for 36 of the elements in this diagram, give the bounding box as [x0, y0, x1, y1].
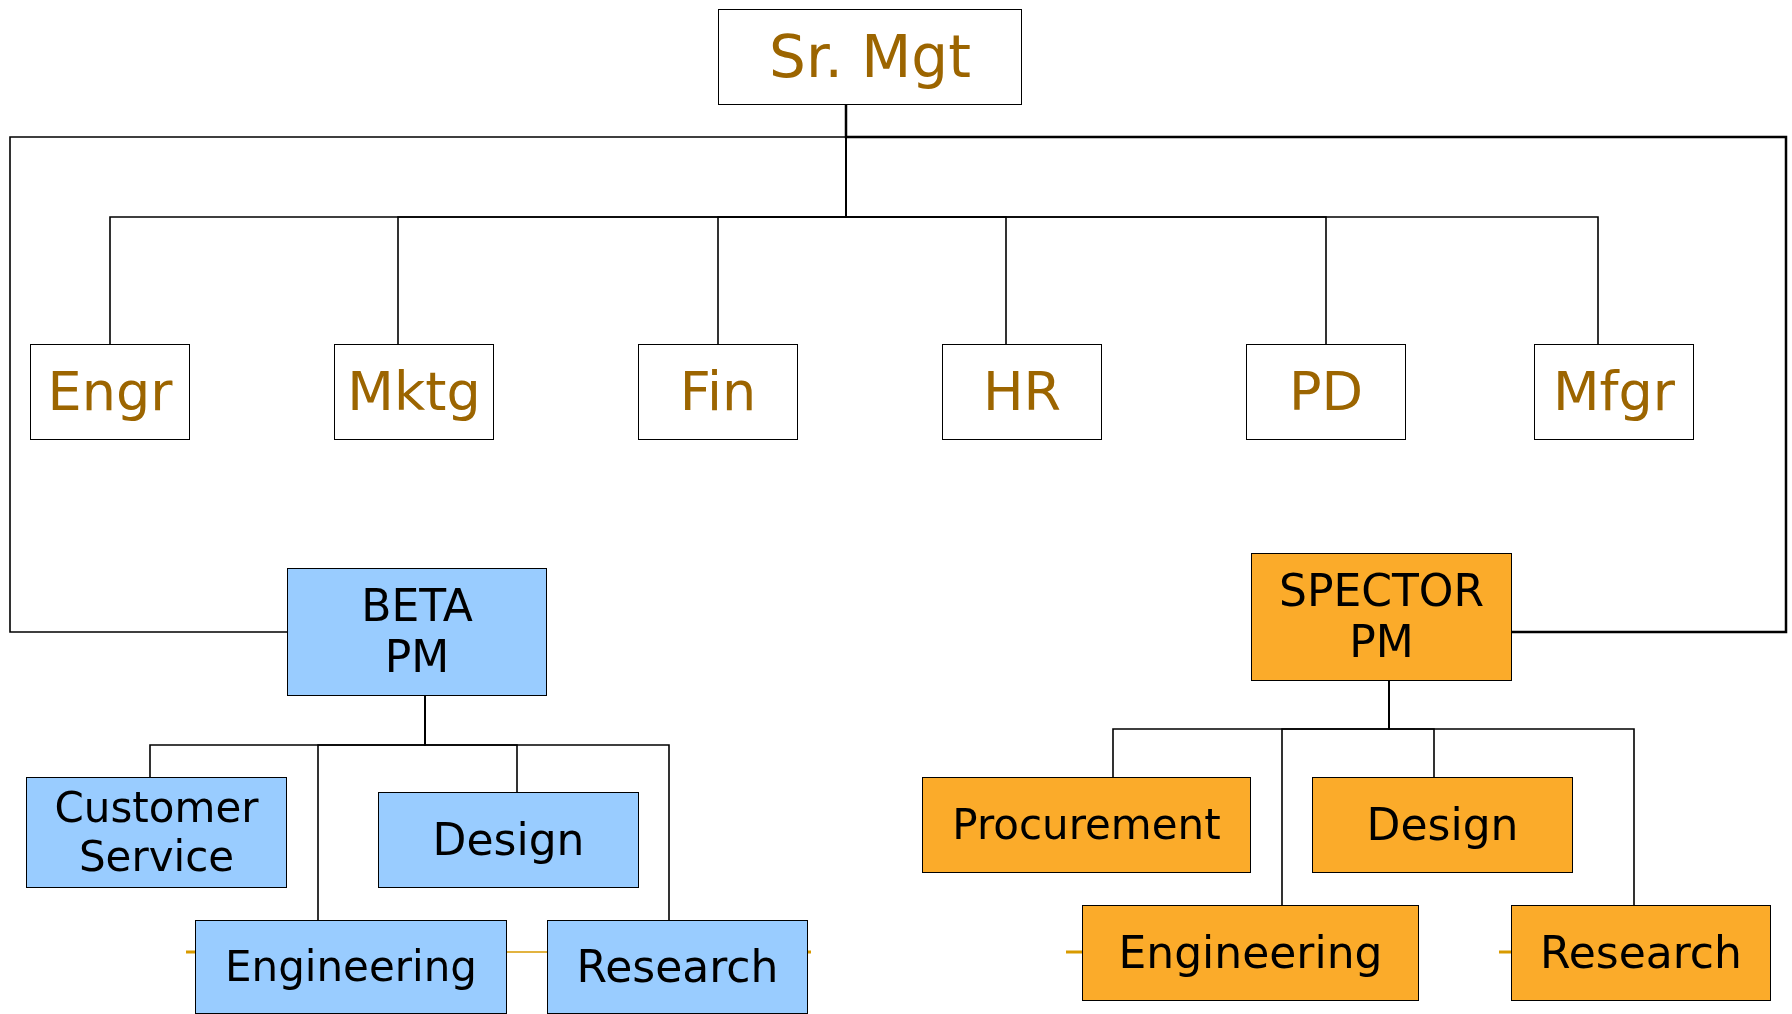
node-label: Research [576, 941, 779, 993]
node-label: Mktg [347, 360, 481, 424]
org-box [1246, 344, 1406, 440]
node-label: Procurement [952, 800, 1221, 850]
org-box [1082, 905, 1419, 1001]
node-label: Customer Service [53, 784, 260, 881]
node-label: Engr [47, 360, 173, 424]
node-label: Design [432, 814, 585, 866]
node-label: Mfgr [1552, 360, 1676, 424]
node-label: Design [1366, 799, 1519, 851]
org-box [1534, 344, 1694, 440]
org-box [195, 920, 507, 1014]
org-box [334, 344, 494, 440]
node-label: BETA PM [360, 581, 474, 683]
org-box [547, 920, 808, 1014]
org-box [287, 568, 547, 696]
node-label: Engineering [225, 942, 477, 992]
node-label: Engineering [1118, 927, 1383, 979]
node-label: SPECTOR PM [1277, 566, 1486, 668]
org-box [1312, 777, 1573, 873]
org-box [718, 9, 1022, 105]
node-label: Research [1540, 927, 1742, 979]
org-box [1251, 553, 1512, 681]
connector-line [844, 105, 1788, 634]
org-box [26, 777, 287, 888]
node-label: PD [1288, 360, 1364, 424]
org-box [942, 344, 1102, 440]
org-box [1511, 905, 1771, 1001]
org-box [378, 792, 639, 888]
node-label: Sr. Mgt [769, 23, 971, 91]
org-box [922, 777, 1251, 873]
node-label: Fin [679, 360, 757, 424]
org-box [638, 344, 798, 440]
org-box [30, 344, 190, 440]
connector-line [506, 951, 548, 953]
node-label: HR [982, 360, 1062, 424]
